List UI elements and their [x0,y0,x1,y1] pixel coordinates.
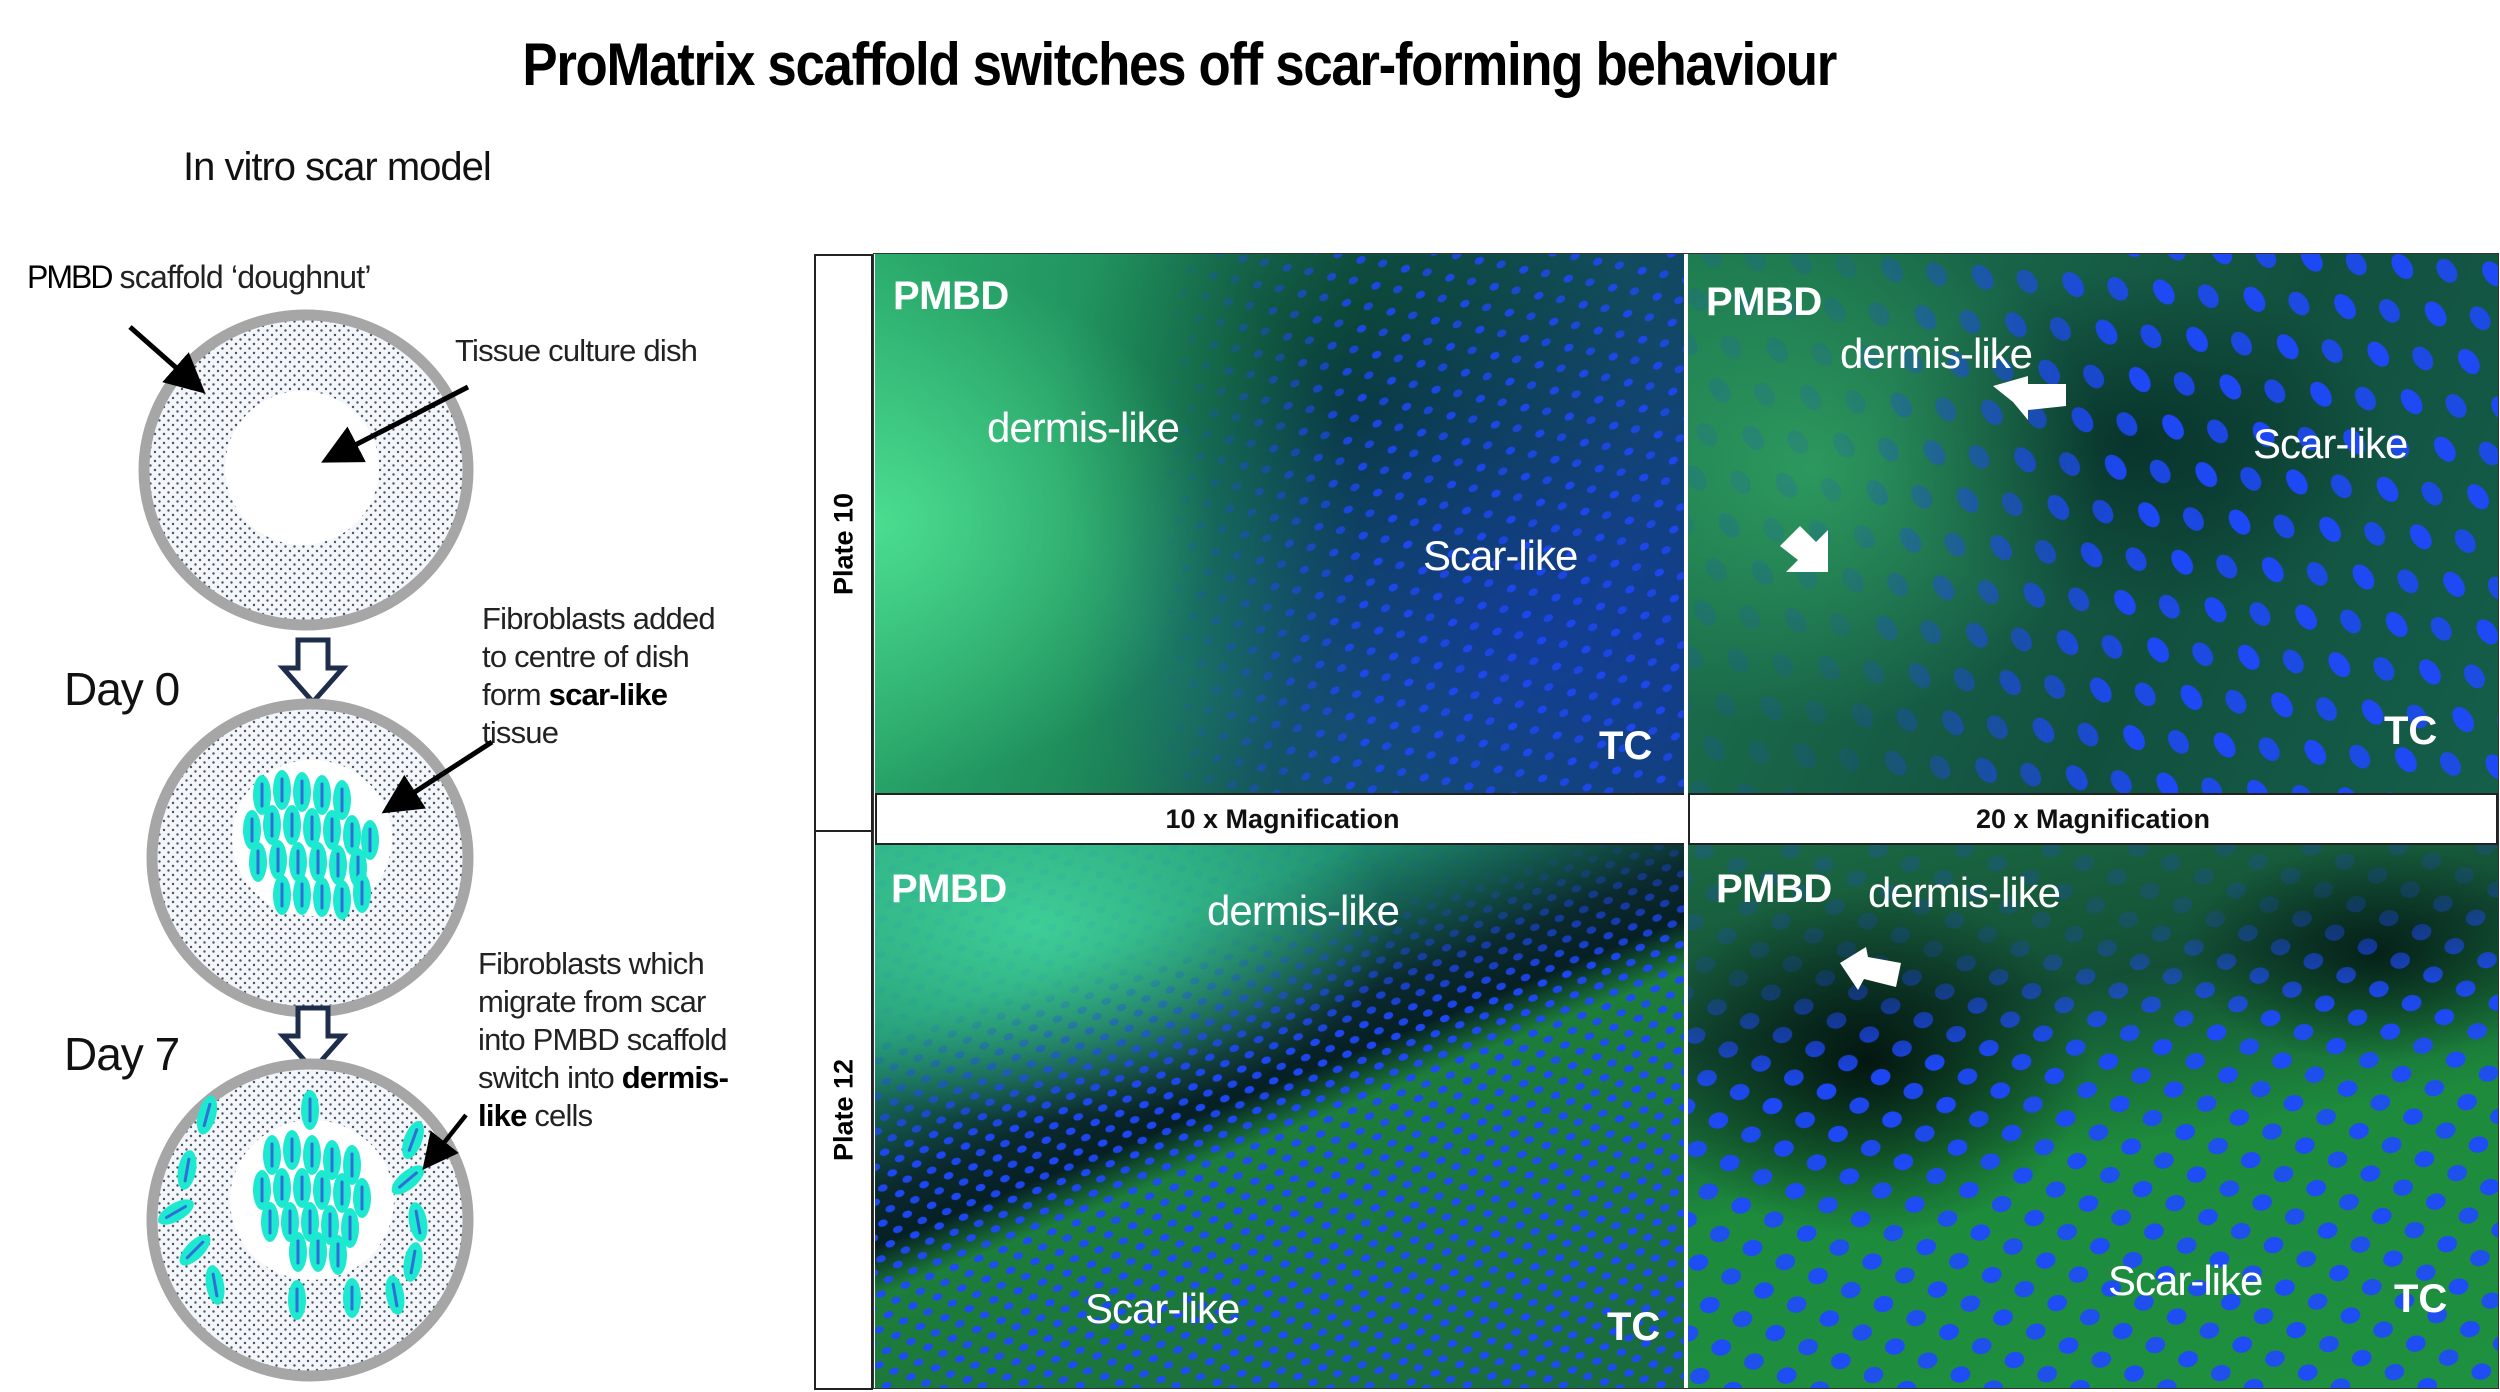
step2-line5-rest: cells [526,1098,593,1133]
step2-line2: migrate from scar [478,984,706,1019]
step2-like-bold: like [478,1098,527,1133]
label-dermis-like: dermis-like [987,404,1180,451]
nuclei-pattern [1688,845,2498,1388]
arrow-to-scar-icon [381,739,494,814]
micrograph-plate12-20x: PMBD dermis-like Scar-like TC [1688,845,2498,1388]
dish-day-0 [146,698,474,1018]
nuclei-pattern [1688,254,2498,793]
step1-line3: form scar-like [482,676,715,714]
white-arrow-icon [1840,947,1901,990]
day-0-label: Day 0 [64,663,180,715]
step2-line4-pre: switch into [478,1060,622,1095]
label-scar-like: Scar-like [2108,1257,2263,1304]
micrograph-plate12-10x: PMBD dermis-like Scar-like TC [875,845,1684,1388]
white-arrow-icon [1993,376,2066,420]
scaffold-label: PMBD scaffold ‘doughnut’ [27,258,371,296]
scaffold-label-rest: scaffold ‘doughnut’ [111,259,372,295]
scar-model-diagram [128,309,494,1382]
scaffold-label-bold: PMBD [27,259,113,295]
step2-line3: into PMBD scaffold [478,1022,727,1057]
label-tc: TC [1607,1305,1661,1349]
step1-line3-pre: form [482,677,549,712]
label-pmbd: PMBD [891,867,1007,911]
model-heading: In vitro scar model [183,145,492,189]
day-7-label: Day 7 [64,1028,180,1080]
label-dermis-like: dermis-like [1840,330,2033,377]
row-label-plate-10: Plate 10 [814,254,873,832]
white-arrow-icon [1780,526,1828,572]
dish-label: Tissue culture dish [455,333,698,368]
slide-title: ProMatrix scaffold switches off scar-for… [522,31,1837,98]
label-tc: TC [2384,709,2438,753]
step1-line2: to centre of dish [482,639,690,674]
step1-scar-like-bold: scar-like [548,677,668,712]
arrow-to-dish-icon [321,384,470,463]
plate-10-label: Plate 10 [828,492,858,596]
nuclei-pattern [875,254,1684,793]
column-label-20x: 20 x Magnification [1975,803,2211,834]
micrograph-plate10-10x: PMBD dermis-like Scar-like TC [875,254,1684,793]
dish-initial [138,309,474,631]
label-tc: TC [2394,1277,2448,1321]
label-dermis-like: dermis-like [1207,887,1400,934]
step1-line4: tissue [482,715,559,750]
step1-description: Fibroblasts added to centre of dish form… [482,600,716,752]
step2-line1: Fibroblasts which [478,946,705,981]
label-scar-like: Scar-like [1085,1285,1240,1332]
label-pmbd: PMBD [1706,280,1822,324]
label-dermis-like: dermis-like [1868,869,2061,916]
dish-day-7 [146,1058,474,1382]
flow-arrow-down-icon [277,1005,349,1074]
label-pmbd: PMBD [1716,867,1832,911]
step2-line5: like cells [478,1097,728,1135]
label-scar-like: Scar-like [2253,420,2408,467]
column-label-10x: 10 x Magnification [877,795,1690,843]
arrow-to-dermis-cells-icon [422,1113,468,1171]
step2-line4: switch into dermis- [478,1059,729,1097]
label-scar-like: Scar-like [1423,532,1578,579]
nuclei-pattern [875,845,1684,1388]
label-tc: TC [1599,724,1653,768]
column-divider [1684,254,1688,1388]
step2-description: Fibroblasts which migrate from scar into… [478,945,729,1135]
step2-dermis-bold: dermis- [621,1060,729,1095]
label-pmbd: PMBD [893,274,1009,318]
plate-12-label: Plate 12 [828,1058,858,1162]
arrow-to-scaffold-icon [128,325,206,394]
step1-line1: Fibroblasts added [482,601,716,636]
row-label-plate-12: Plate 12 [814,830,873,1390]
micrograph-plate10-20x: PMBD dermis-like Scar-like TC [1688,254,2498,793]
flow-arrow-down-icon [277,637,349,706]
